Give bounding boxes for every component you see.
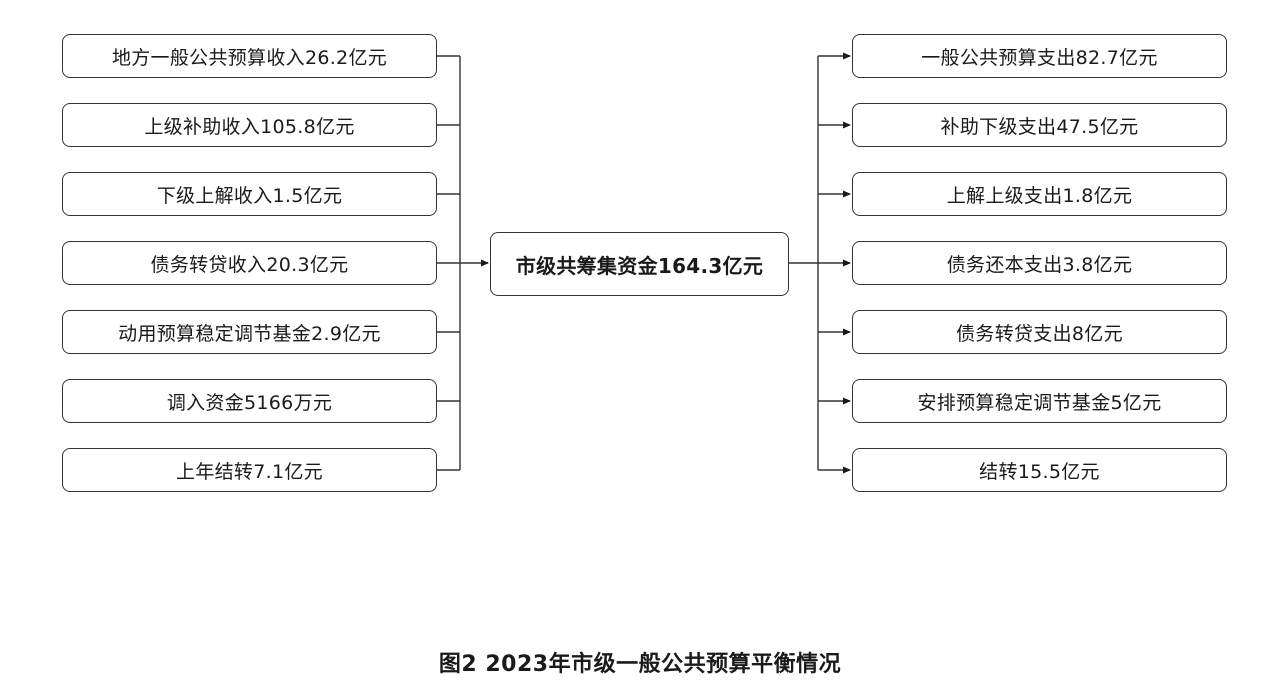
expense-box-subordinate-subsidy: 补助下级支出47.5亿元 [852, 103, 1227, 147]
income-box-transferred-funds: 调入资金5166万元 [62, 379, 437, 423]
expense-label: 债务转贷支出8亿元 [956, 322, 1123, 345]
income-box-prior-year-carryover: 上年结转7.1亿元 [62, 448, 437, 492]
income-box-superior-subsidy: 上级补助收入105.8亿元 [62, 103, 437, 147]
income-label: 下级上解收入1.5亿元 [156, 184, 343, 207]
expense-box-debt-onlending: 债务转贷支出8亿元 [852, 310, 1227, 354]
expense-box-carryover: 结转15.5亿元 [852, 448, 1227, 492]
expense-label: 补助下级支出47.5亿元 [940, 115, 1139, 138]
income-label: 调入资金5166万元 [166, 391, 333, 414]
expense-box-general-public-expenditure: 一般公共预算支出82.7亿元 [852, 34, 1227, 78]
figure-caption: 图2 2023年市级一般公共预算平衡情况 [438, 652, 842, 677]
income-label: 动用预算稳定调节基金2.9亿元 [118, 322, 381, 345]
expense-box-debt-principal: 债务还本支出3.8亿元 [852, 241, 1227, 285]
expense-box-stabilization-fund-allocation: 安排预算稳定调节基金5亿元 [852, 379, 1227, 423]
expense-label: 安排预算稳定调节基金5亿元 [917, 391, 1162, 414]
income-label: 地方一般公共预算收入26.2亿元 [111, 46, 388, 69]
income-box-stabilization-fund-use: 动用预算稳定调节基金2.9亿元 [62, 310, 437, 354]
center-total-box: 市级共筹集资金164.3亿元 [490, 232, 789, 296]
income-label: 上年结转7.1亿元 [176, 460, 323, 483]
income-label: 上级补助收入105.8亿元 [144, 115, 355, 138]
income-box-local-general-revenue: 地方一般公共预算收入26.2亿元 [62, 34, 437, 78]
expense-label: 结转15.5亿元 [979, 460, 1100, 483]
center-total-label: 市级共筹集资金164.3亿元 [515, 253, 764, 278]
expense-box-superior-remittance: 上解上级支出1.8亿元 [852, 172, 1227, 216]
expense-label: 债务还本支出3.8亿元 [946, 253, 1133, 276]
income-box-debt-onlending: 债务转贷收入20.3亿元 [62, 241, 437, 285]
expense-label: 上解上级支出1.8亿元 [946, 184, 1133, 207]
income-box-subordinate-remittance: 下级上解收入1.5亿元 [62, 172, 437, 216]
expense-label: 一般公共预算支出82.7亿元 [921, 46, 1158, 69]
income-label: 债务转贷收入20.3亿元 [150, 253, 349, 276]
